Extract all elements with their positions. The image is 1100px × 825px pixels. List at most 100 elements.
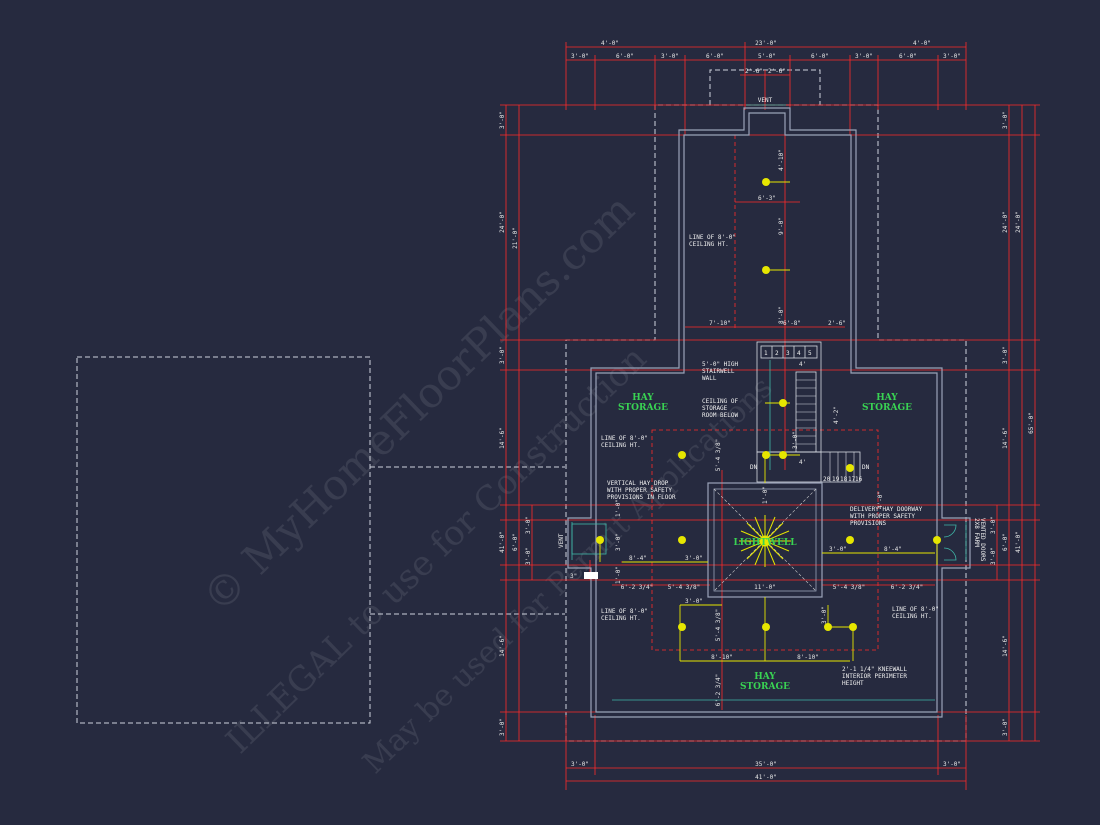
dim-interior: 3'-0" [829, 546, 847, 553]
dimensions-left: 3'-0" 24'-0" 3'-0" 14'-6" 41'-0" 14'-6" … [499, 111, 532, 736]
light-fixture-icon [849, 623, 857, 631]
dim-left-outer: 41'-0" [499, 531, 506, 553]
stair-number: 19 [832, 476, 840, 483]
dim-left-outer: 3'-0" [499, 111, 506, 129]
note-ceiling-storage-1: CEILING OF [702, 398, 739, 405]
dim-top-segment: 6'-0" [706, 53, 724, 60]
dim-interior: 4' [799, 361, 806, 368]
light-fixture-icon [678, 451, 686, 459]
light-fixture-icon [762, 451, 770, 459]
dim-right-inner: 14'-6" [1002, 635, 1009, 657]
note-vent-top: VENT [758, 97, 773, 104]
dim-top-segment: 6'-0" [811, 53, 829, 60]
note-kneewall-1: 2'-1 1/4" KNEEWALL [842, 666, 907, 673]
note-kneewall-3: HEIGHT [842, 680, 864, 687]
note-barn-doors-1: 2X8 FARM [973, 518, 980, 547]
room-labels: HAY STORAGE HAY STORAGE HAY STORAGE LIGH… [618, 393, 912, 692]
lightwell-fixture-icon [739, 515, 791, 567]
dim-interior: 6'-2 3/4" [715, 674, 722, 707]
stair-number: 4 [797, 350, 801, 357]
dim-interior: 1'-0" [762, 486, 769, 504]
dim-top-segment: 6'-0" [899, 53, 917, 60]
note-dn-left: DN [750, 464, 758, 471]
door-swing-icon [943, 524, 957, 561]
light-fixture-icon [762, 623, 770, 631]
dim-right-inner: 6'-0" [1002, 533, 1009, 551]
stair-number: 1 [764, 350, 768, 357]
light-fixtures [596, 178, 941, 631]
dim-right-inner: 24'-0" [1002, 211, 1009, 233]
note-line-ceiling-top-1: LINE OF 8'-0" [689, 234, 736, 241]
dimensions-interior: 4'-10" 6'-3" 9'-0" 7'-10" 6'-8" 2'-6" 8'… [570, 149, 923, 706]
dim-left-outer: 14'-6" [499, 427, 506, 449]
dim-interior: 3" [570, 573, 577, 580]
dim-right-outer: 41'-0" [1015, 531, 1022, 553]
dim-top-segment: 3'-0" [943, 53, 961, 60]
light-fixture-icon [824, 623, 832, 631]
light-fixture-icon [762, 178, 770, 186]
light-fixture-icon [596, 536, 604, 544]
dim-interior: 5'-4 3/8" [833, 584, 866, 591]
dim-interior: 11'-0" [754, 584, 776, 591]
dim-interior: 4' [799, 459, 806, 466]
note-barn-doors-2: VENTED DOORS [979, 518, 986, 562]
note-kneewall-2: INTERIOR PERIMETER [842, 673, 907, 680]
dimensions-right: 3'-0" 24'-0" 3'-0" 14'-6" 3'-0" 6'-0" 3'… [990, 111, 1035, 736]
dim-interior: 5'-4 3/8" [715, 439, 722, 472]
light-fixture-icon [779, 399, 787, 407]
light-fixture-icon [678, 536, 686, 544]
dim-interior: 6'-2 3/4" [621, 584, 654, 591]
room-label-hay-storage-bottom-1: HAY [754, 672, 776, 682]
dim-interior: 3'-0" [792, 431, 799, 449]
dim-top-segment: 5'-0" [758, 53, 776, 60]
note-line-ceiling-bottom-right-2: CEILING HT. [892, 613, 932, 620]
dimensions-top: 4'-0" 23'-0" 4'-0" 3'-0" 6'-0" 3'-0" 6'-… [571, 40, 961, 75]
stair-number: 3 [786, 350, 790, 357]
dim-interior: 4'-2" [833, 406, 840, 424]
dim-interior: 3'-0" [685, 555, 703, 562]
dim-top-left: 4'-0" [601, 40, 619, 47]
stair-number: 16 [855, 476, 863, 483]
dim-interior: 6'-3" [758, 195, 776, 202]
dim-interior: 3'-0" [685, 598, 703, 605]
dim-top-segment: 6'-0" [616, 53, 634, 60]
note-ceiling-storage-3: ROOM BELOW [702, 412, 739, 419]
dim-right-inner: 3'-0" [1002, 346, 1009, 364]
dim-left-outer: 24'-0" [499, 211, 506, 233]
stair [756, 341, 861, 483]
note-delivery-doorway-3: PROVISIONS [850, 520, 887, 527]
dim-right-outer: 24'-0" [1015, 211, 1022, 233]
dim-right-inner: 14'-6" [1002, 427, 1009, 449]
exterior-walls [567, 107, 971, 718]
dim-right-outer: 65'-0" [1028, 412, 1035, 434]
light-fixture-icon [762, 266, 770, 274]
dim-bottom-segment: 3'-0" [571, 761, 589, 768]
dim-interior: 3'-0" [615, 533, 622, 551]
watermark: © MyHomeFloorPlans.com ILLEGAL to use fo… [193, 185, 780, 781]
note-delivery-doorway-1: DELIVERY HAY DOORWAY [850, 506, 923, 513]
dim-left-inner: 3'-0" [525, 547, 532, 565]
dim-interior: 8'-4" [884, 546, 902, 553]
note-dn-right: DN [862, 464, 870, 471]
dim-left-inner: 21'-0" [512, 227, 519, 249]
note-stairwell-wall-3: WALL [702, 375, 717, 382]
room-label-hay-storage-bottom-2: STORAGE [740, 682, 790, 692]
dim-interior: 8'-10" [797, 654, 819, 661]
dim-interior: 4'-0" [877, 491, 884, 509]
ceiling-lines [651, 135, 879, 651]
dim-interior: 7'-10" [709, 320, 731, 327]
note-line-ceiling-left-2: CEILING HT. [601, 442, 641, 449]
dim-right-inner: 3'-0" [1002, 111, 1009, 129]
dim-interior: 6'-2 3/4" [891, 584, 924, 591]
dim-left-outer: 3'-0" [499, 346, 506, 364]
light-fixture-icon [779, 451, 787, 459]
hay-drop-marker [584, 572, 598, 579]
dim-interior: 9'-0" [778, 217, 785, 235]
light-fixture-icon [933, 536, 941, 544]
light-fixture-icon [846, 464, 854, 472]
note-stairwell-wall-2: STAIRWELL [702, 368, 735, 375]
dim-interior: 8'-0" [778, 306, 785, 324]
dim-top-segment: 3'-0" [571, 53, 589, 60]
dim-top-segment: 3'-0" [855, 53, 873, 60]
